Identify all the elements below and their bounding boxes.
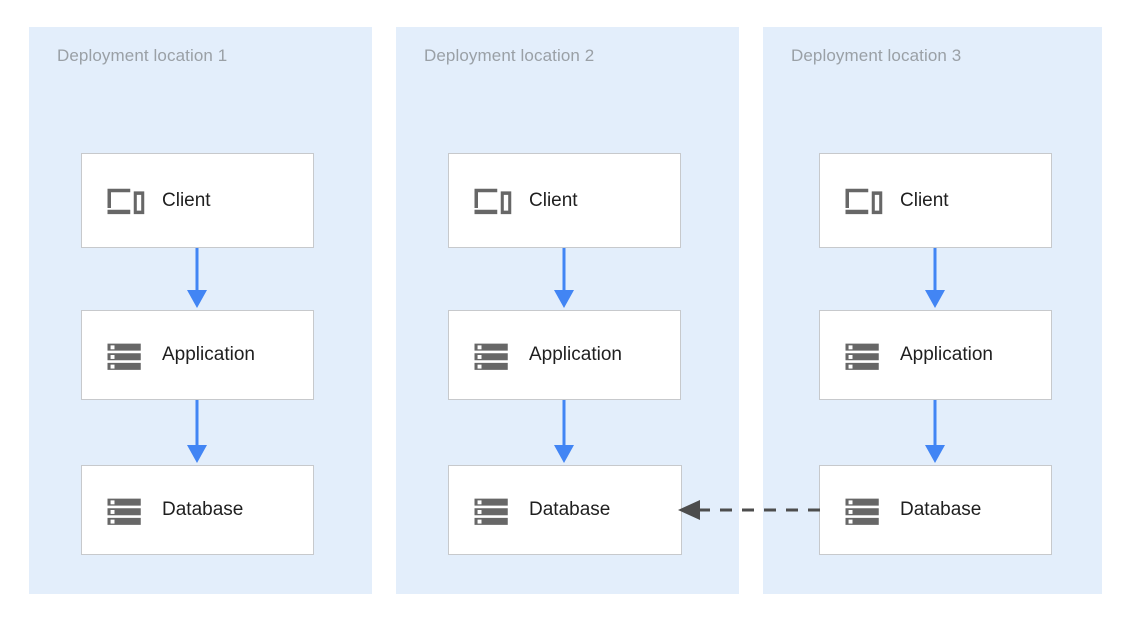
node-label-client-3: Client (900, 189, 949, 211)
server-icon (474, 498, 508, 525)
node-label-client-1: Client (162, 189, 211, 211)
connector-application2-to-database2 (554, 400, 574, 463)
node-application-3[interactable]: Application (819, 310, 1052, 400)
node-database-3[interactable]: Database (819, 465, 1052, 555)
node-label-database-2: Database (529, 499, 611, 520)
connector-application3-to-database3 (925, 400, 945, 463)
server-icon (107, 343, 141, 370)
panel-title-deployment-location-3: Deployment location 3 (791, 46, 962, 65)
node-application-1[interactable]: Application (81, 310, 314, 400)
connector-database3-to-database2-replication (678, 500, 820, 520)
devices-icon (107, 188, 145, 214)
node-database-2[interactable]: Database (448, 465, 682, 555)
node-label-client-2: Client (529, 189, 578, 211)
connector-client1-to-application1 (187, 248, 207, 308)
node-client-1[interactable]: Client (81, 153, 314, 248)
node-label-application-1: Application (162, 344, 255, 365)
panel-title-deployment-location-1: Deployment location 1 (57, 46, 228, 65)
connector-client2-to-application2 (554, 248, 574, 308)
connector-application1-to-database1 (187, 400, 207, 463)
connector-client3-to-application3 (925, 248, 945, 308)
node-client-2[interactable]: Client (448, 153, 681, 248)
panel-title-deployment-location-2: Deployment location 2 (424, 46, 595, 65)
devices-icon (845, 188, 883, 214)
node-database-1[interactable]: Database (81, 465, 314, 555)
devices-icon (474, 188, 512, 214)
node-label-database-1: Database (162, 499, 244, 520)
node-client-3[interactable]: Client (819, 153, 1052, 248)
node-label-application-3: Application (900, 344, 993, 365)
node-label-database-3: Database (900, 499, 982, 520)
node-application-2[interactable]: Application (448, 310, 681, 400)
server-icon (474, 343, 508, 370)
node-label-application-2: Application (529, 344, 622, 365)
server-icon (845, 498, 879, 525)
server-icon (107, 498, 141, 525)
server-icon (845, 343, 879, 370)
